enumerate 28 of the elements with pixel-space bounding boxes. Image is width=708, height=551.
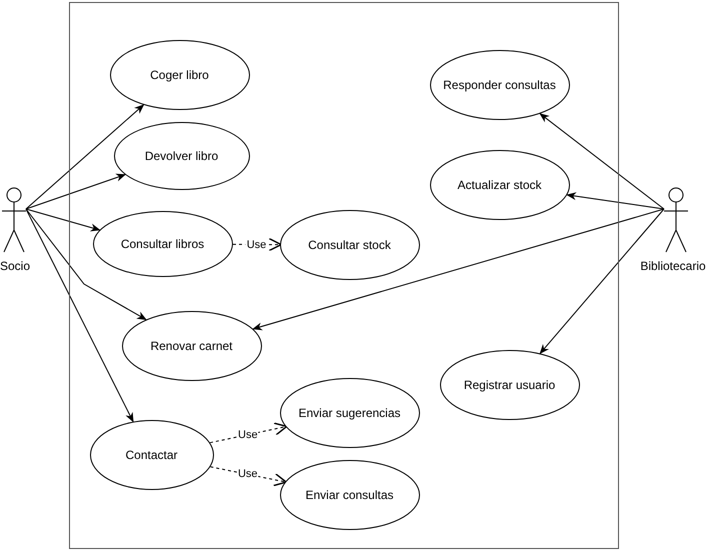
use-case-label: Renovar carnet [150,338,233,352]
dashed-arrow [210,466,287,486]
arrow [26,208,134,423]
arrow [26,208,147,320]
use-case-label: Coger libro [150,68,209,82]
use-case-label: Devolver libro [144,148,218,162]
arrow [566,192,664,210]
actor-name: Bibliotecario [640,259,706,273]
use-case-label: Enviar consultas [305,488,394,502]
use-case-label: Consultar libros [120,236,204,250]
use-case-label: Enviar sugerencias [298,406,401,420]
use-case-label: Consultar stock [308,238,391,252]
arrow [26,208,101,232]
edge-label: Use [237,428,259,441]
use-case-label: Responder consultas [443,78,556,92]
arrow [26,104,144,210]
arrow [539,208,664,354]
arrow [539,113,664,210]
system-boundary [69,2,619,549]
edge-label: Use [236,468,259,480]
dashed-arrow [210,422,288,444]
arrow [252,208,664,330]
use-case-label: Registrar usuario [464,378,556,392]
use-case-label: Contactar [125,448,178,462]
edge-label: Use [246,238,268,250]
arrow [26,174,126,210]
actor-name: Socio [0,259,30,273]
use-case-label: Actualizar stock [457,178,542,192]
